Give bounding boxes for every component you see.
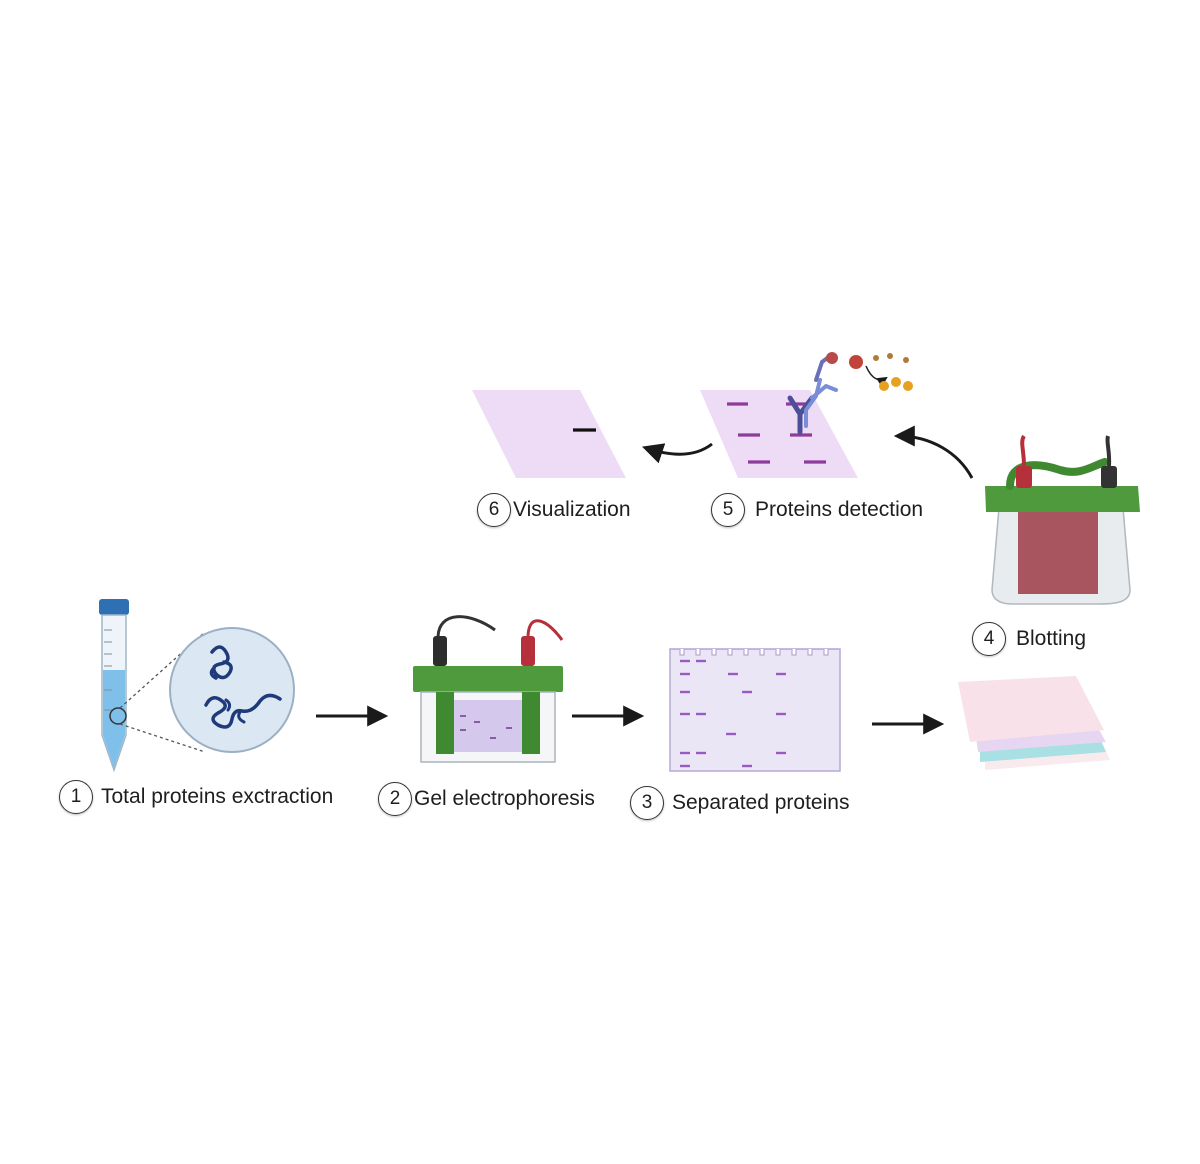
blotting-membrane-stack-icon [958,676,1110,770]
arrow-4-to-5 [893,425,974,479]
step-number-badge: 5 [711,493,745,527]
step-number-badge: 3 [630,786,664,820]
step-6-label: 6 Visualization [477,493,631,527]
step-label-text: Proteins detection [755,498,924,521]
signal-star-icons [879,377,913,391]
zoom-guide-lines [119,631,206,753]
step-number-badge: 6 [477,493,511,527]
electrophoresis-apparatus-icon [413,615,564,763]
step-label-text: Blotting [1016,627,1087,650]
step-label-text: Visualization [513,498,631,521]
antibody-icon [787,352,909,435]
visualization-membrane-icon [472,390,626,478]
protein-zoom-circle [169,627,295,753]
step-label-text: Gel electrophoresis [414,787,595,810]
blotting-transfer-tank-icon [985,434,1140,605]
step-4-label: 4 Blotting [972,622,1086,656]
step-number-badge: 4 [972,622,1006,656]
step-number-badge: 1 [59,780,93,814]
arrow-5-to-6 [642,442,713,464]
separated-proteins-gel-icon [669,648,841,772]
falcon-tube-icon [99,599,129,773]
step-label-text: Total proteins exctraction [101,785,334,808]
step-2-label: 2 Gel electrophoresis [378,782,595,816]
step-1-label: 1 Total proteins exctraction [59,780,333,814]
step-number-badge: 2 [378,782,412,816]
step-label-text: Separated proteins [672,791,850,814]
step-3-label: 3 Separated proteins [630,786,849,820]
detection-membrane-icon [700,390,858,478]
step-5-label: 5 Proteins detection [711,493,923,527]
